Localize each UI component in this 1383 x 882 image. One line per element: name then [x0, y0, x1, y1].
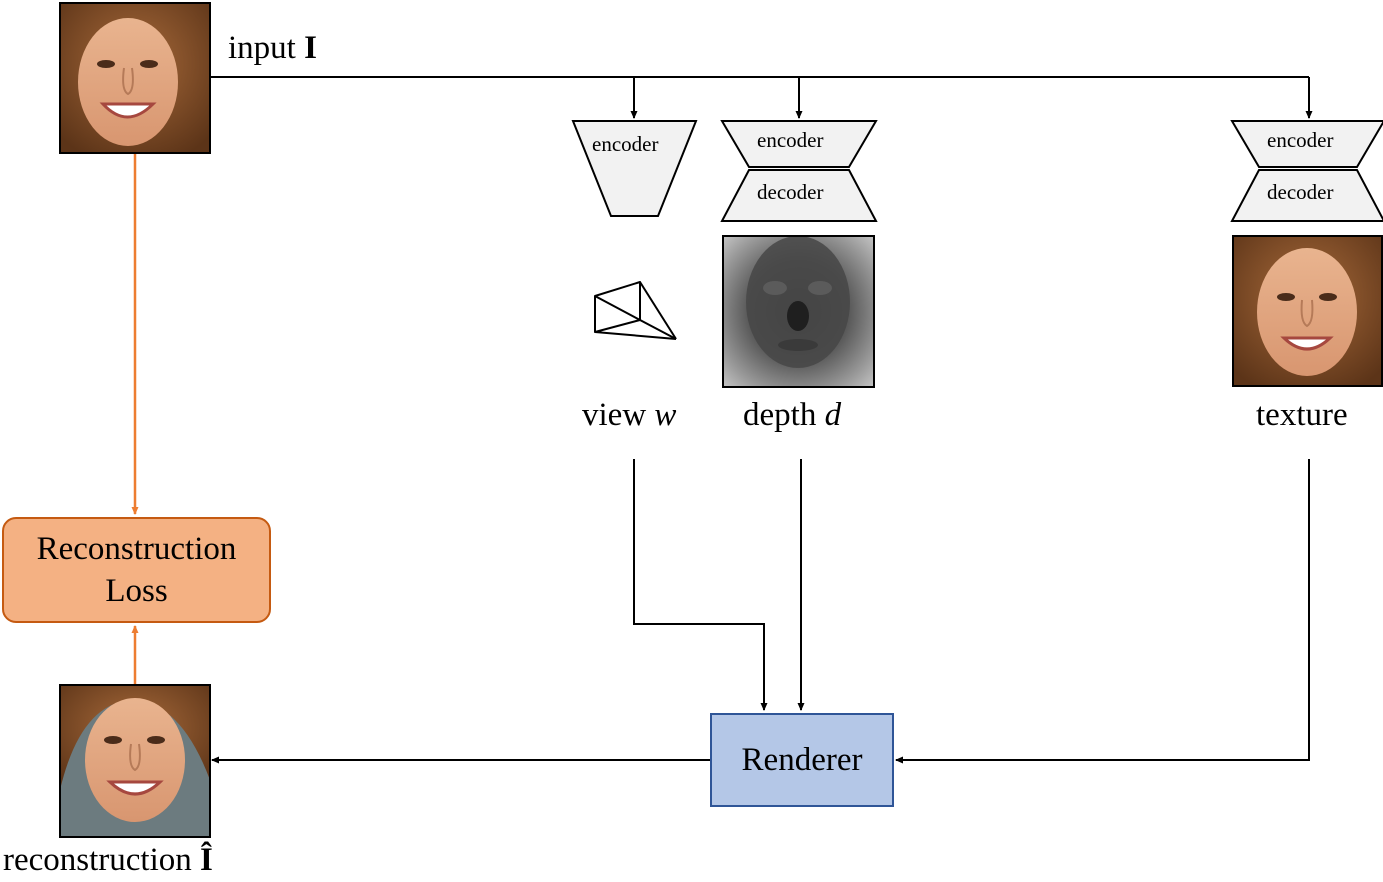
- reconstruction-symbol: Î: [200, 842, 213, 878]
- texture-label: texture: [1256, 397, 1348, 433]
- depth-label: depth d: [743, 397, 841, 434]
- input-symbol: I: [304, 30, 317, 66]
- renderer-inputs: [633, 459, 1310, 764]
- renderer-box: Renderer: [710, 713, 894, 807]
- input-label: input I: [228, 30, 317, 67]
- texture-encoder-decoder-block: [1230, 120, 1383, 222]
- texture-face-image: [1232, 235, 1383, 387]
- camera-icon: [594, 281, 677, 340]
- input-label-text: input: [228, 30, 305, 66]
- input-face-image: [59, 2, 211, 154]
- reconstruction-loss-box: Reconstruction Loss: [2, 517, 271, 623]
- view-symbol: w: [654, 397, 677, 433]
- texture-encoder-label: encoder: [1267, 128, 1334, 152]
- reconstruction-label: reconstruction Î: [3, 842, 213, 879]
- reconstruction-label-text: reconstruction: [3, 842, 201, 878]
- depth-symbol: d: [824, 397, 842, 433]
- texture-decoder-label: decoder: [1267, 180, 1334, 204]
- loss-label-line2: Loss: [105, 573, 168, 609]
- reconstruction-face-image: [59, 684, 211, 838]
- renderer-label: Renderer: [741, 741, 863, 778]
- view-label: view w: [582, 397, 676, 434]
- view-encoder-block: [571, 120, 698, 217]
- depth-label-text: depth: [743, 397, 825, 433]
- input-bus: [210, 76, 1313, 119]
- view-label-text: view: [582, 397, 655, 433]
- loss-label-line1: Reconstruction: [36, 531, 237, 567]
- depth-encoder-label: encoder: [757, 128, 824, 152]
- depth-decoder-label: decoder: [757, 180, 824, 204]
- depth-map-image: [722, 235, 875, 388]
- depth-encoder-decoder-block: [720, 120, 878, 222]
- view-encoder-label: encoder: [592, 132, 659, 156]
